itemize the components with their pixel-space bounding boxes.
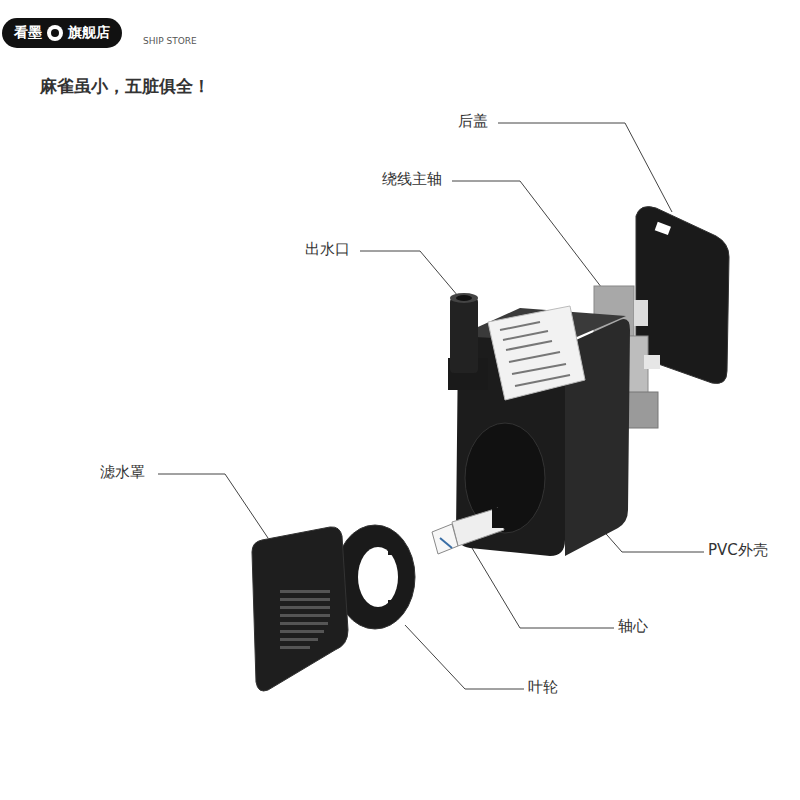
part-label: 滤水罩 [100, 463, 145, 481]
badge-icon [46, 24, 64, 42]
part-label: 绕线主轴 [382, 170, 442, 188]
ring-inner [358, 547, 398, 607]
filter-slots [280, 590, 330, 649]
outlet-rim [450, 293, 478, 303]
leader-line [452, 181, 605, 292]
leader-line [360, 251, 458, 296]
filter-cover [252, 527, 348, 691]
cover-notch [655, 222, 671, 235]
header-text: 麻雀虽小，五脏俱全！ [40, 76, 210, 96]
spindle-tab [644, 355, 660, 369]
part-label: 叶轮 [528, 678, 558, 696]
filter-body [252, 527, 348, 691]
badge-icon-dot [51, 29, 59, 37]
outlet [448, 293, 488, 390]
spindle-tab [634, 300, 648, 326]
leader-line [158, 474, 268, 538]
part-label: 出水口 [305, 240, 350, 258]
badge-icon-disc [47, 25, 63, 41]
leader-lines [158, 123, 704, 689]
shaft [432, 508, 510, 554]
ring-tab [388, 600, 402, 610]
part-label: 轴心 [618, 617, 648, 635]
spec-sticker [488, 306, 585, 400]
impeller-blade [440, 538, 452, 548]
outlet-hole [456, 295, 472, 301]
part-label: PVC外壳 [708, 541, 768, 559]
shaft-end [492, 508, 510, 528]
leader-line [498, 123, 672, 212]
leader-line [405, 625, 524, 689]
store-badge: 看墨 旗舰店 [2, 18, 122, 48]
sticker-print [500, 322, 570, 386]
back-cover [636, 207, 729, 384]
badge-text: 旗舰店 [68, 24, 110, 42]
badge-text: 看墨 [14, 24, 42, 42]
part-label: 后盖 [458, 112, 488, 130]
ring-tab [388, 545, 402, 555]
header-text: SHIP STORE [143, 36, 197, 47]
impeller-blades [432, 524, 458, 554]
leader-line [472, 548, 614, 628]
outlet-pipe [450, 298, 478, 373]
